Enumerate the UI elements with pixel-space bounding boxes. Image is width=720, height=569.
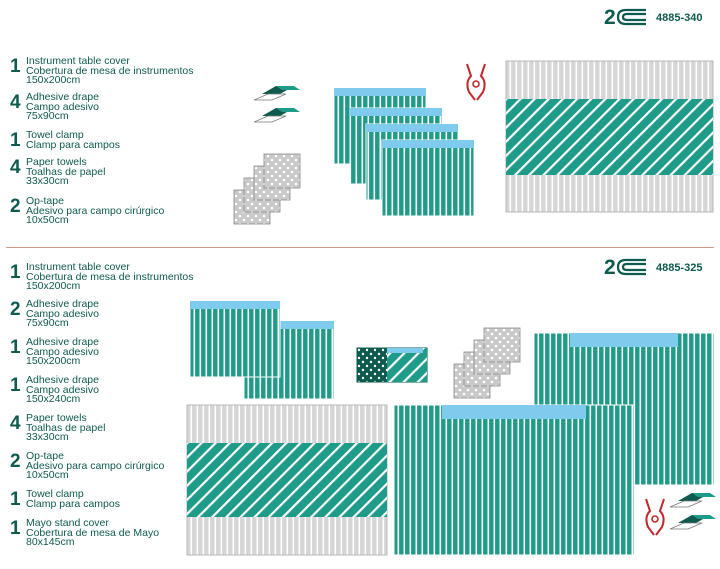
paper-towel-icon: [453, 327, 521, 399]
kit-divider: [6, 247, 714, 248]
adhesive-drape-stack: [333, 87, 475, 217]
towel-clamp-icon: [645, 498, 665, 536]
op-tape-icon: [669, 493, 716, 530]
adhesive-drape-75x90: [189, 300, 335, 400]
paper-towel-icon: [233, 153, 301, 225]
towel-clamp-icon: [466, 63, 486, 101]
adhesive-drape-150x200: [393, 404, 635, 556]
svg-text:2: 2: [604, 256, 616, 279]
instrument-table-cover: [186, 404, 388, 556]
op-tape-icon: [253, 86, 300, 123]
2-c-logo-icon: 2: [604, 6, 646, 29]
instrument-table-cover: [505, 60, 714, 213]
2-c-logo-icon: 2: [604, 256, 646, 279]
op-tape-icon: [356, 347, 428, 383]
kit1-code: 4885-340: [656, 12, 703, 24]
svg-text:2: 2: [604, 6, 616, 29]
kit2-code: 4885-325: [656, 262, 703, 274]
